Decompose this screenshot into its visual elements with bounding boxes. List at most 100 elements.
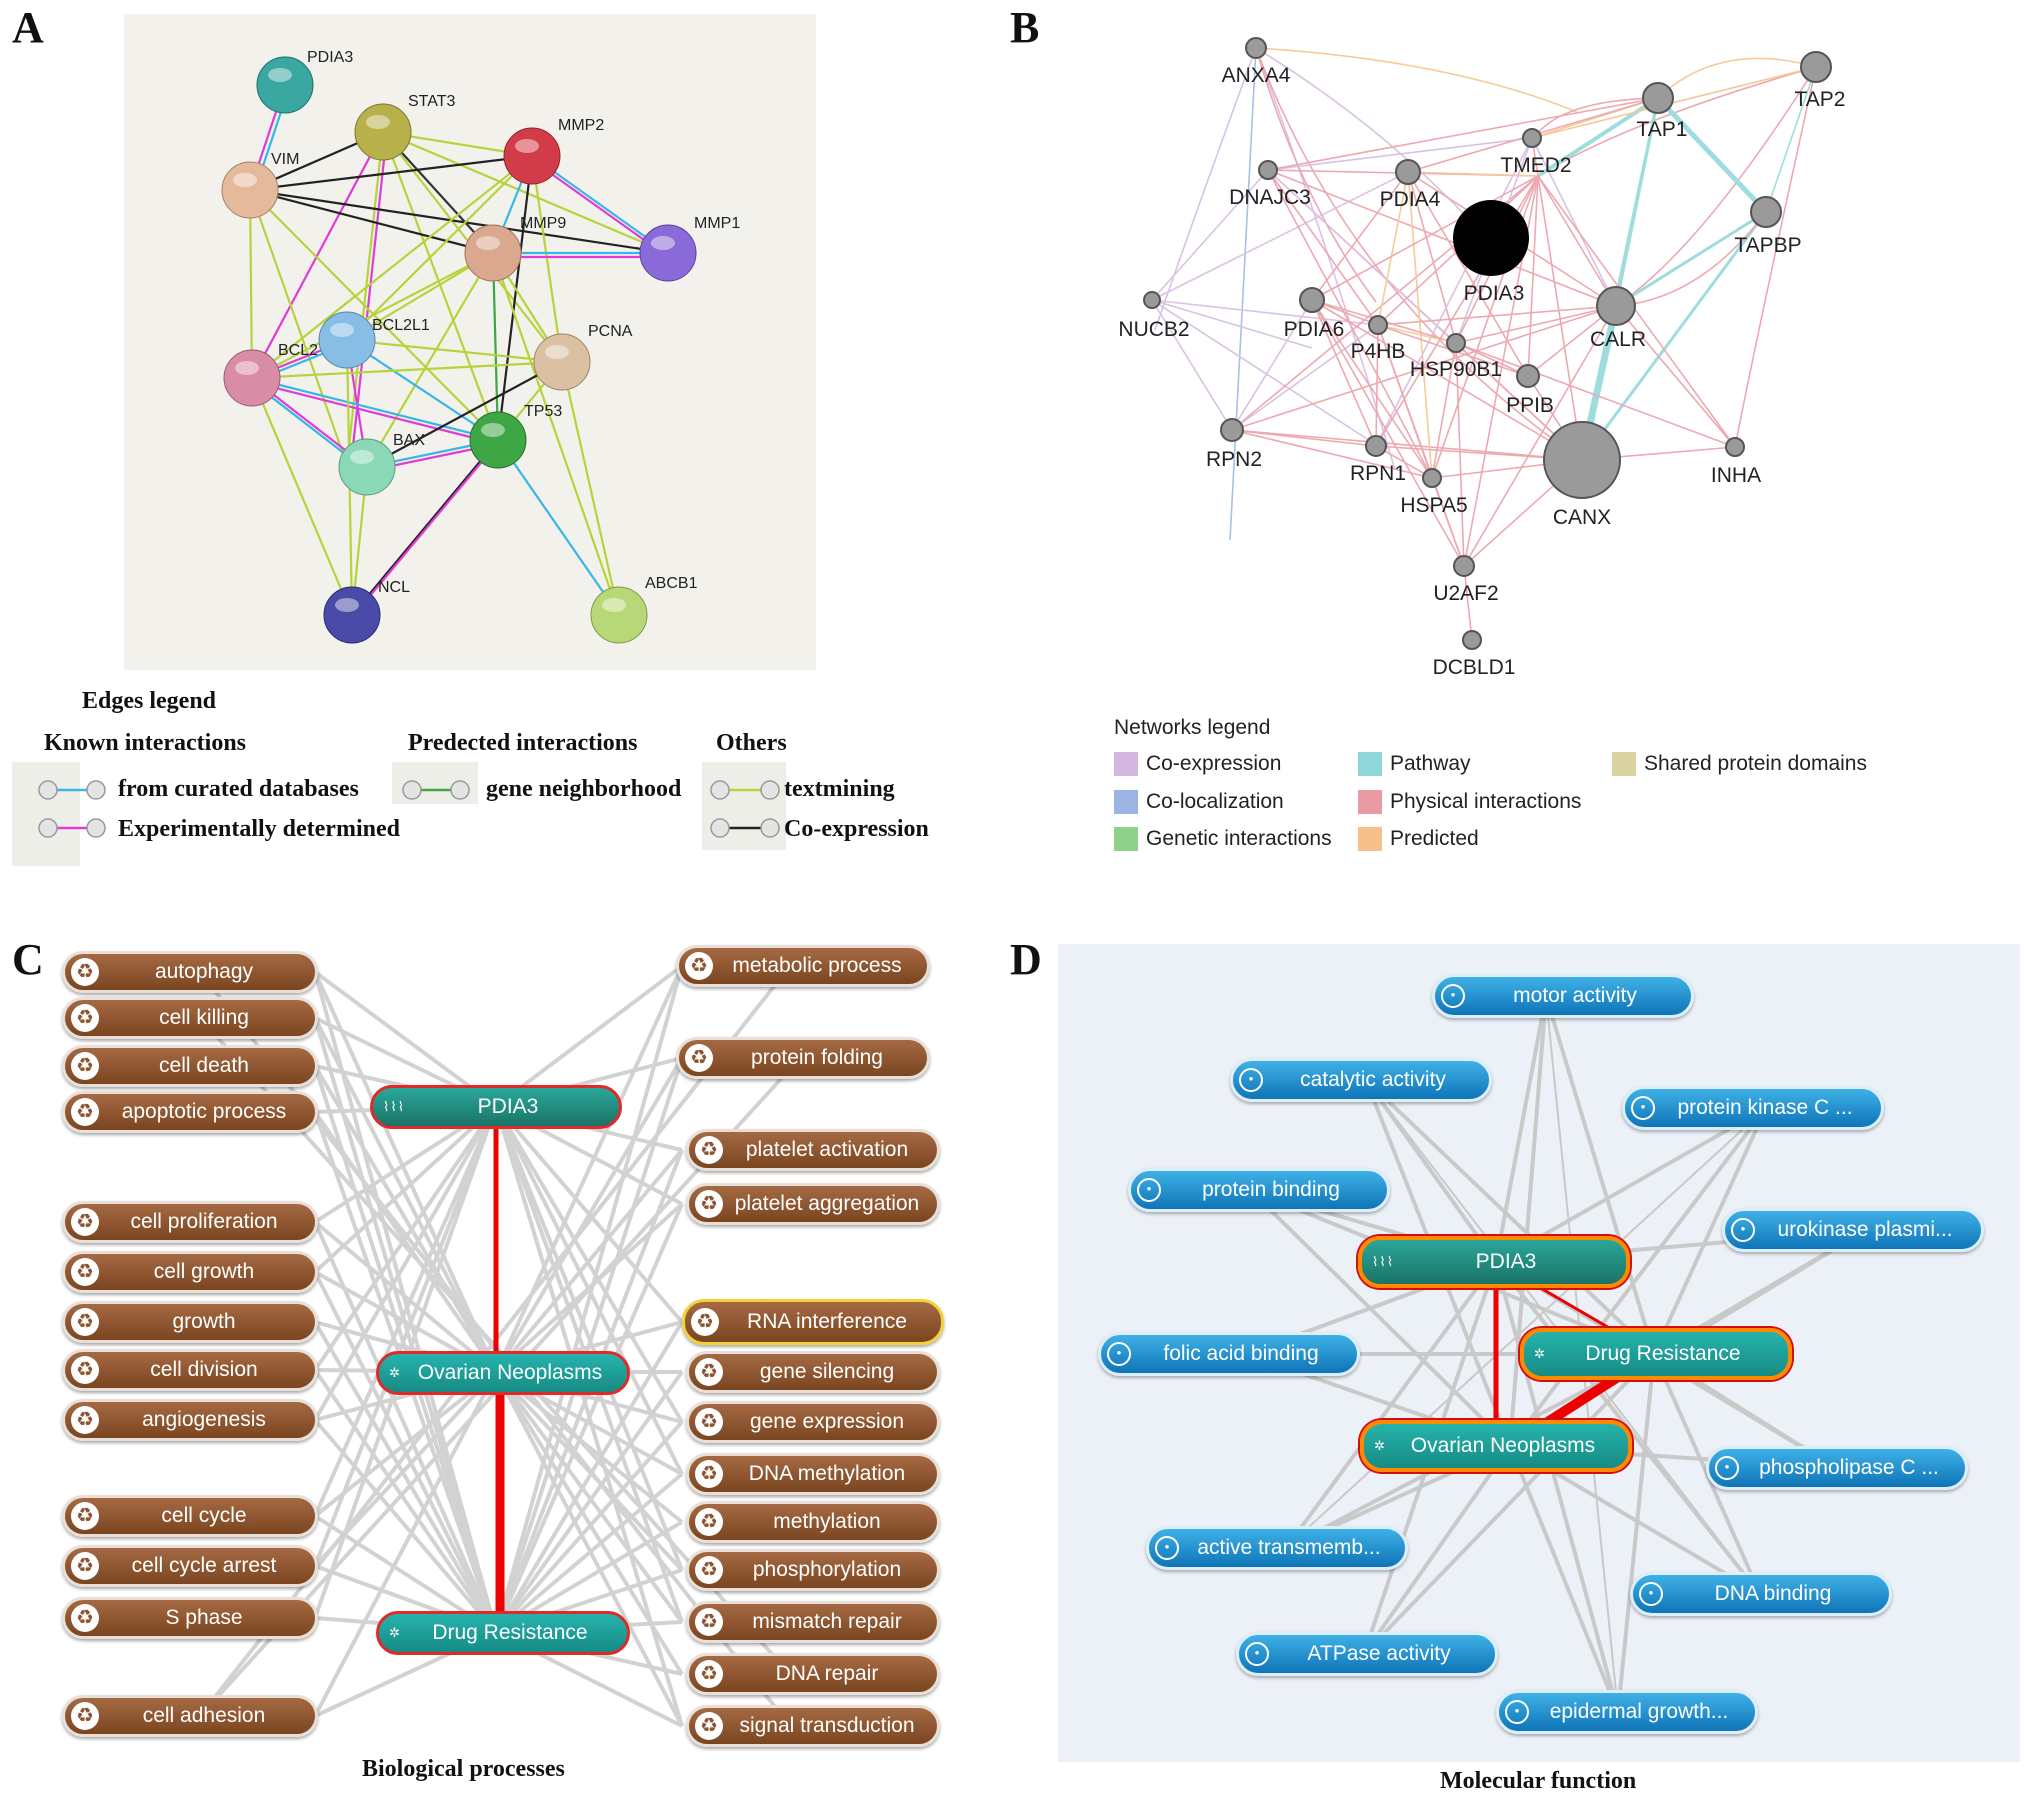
bp-pill-platelet-aggregation[interactable]: ♻platelet aggregation <box>686 1183 940 1225</box>
bp-pill-signal-transduction[interactable]: ♻signal transduction <box>686 1705 940 1747</box>
label-calr: CALR <box>1590 328 1646 351</box>
node-hsp90b1[interactable] <box>1446 333 1466 353</box>
molecule-icon: • <box>1731 1218 1755 1242</box>
mf-pill-catalytic-activity[interactable]: •catalytic activity <box>1230 1058 1492 1102</box>
mf-pill-dna-binding[interactable]: •DNA binding <box>1630 1572 1892 1616</box>
node-dnajc3[interactable] <box>1258 160 1278 180</box>
bp-pill-angiogenesis[interactable]: ♻angiogenesis <box>62 1399 318 1441</box>
node-bcl2[interactable] <box>223 349 281 407</box>
node-bax[interactable] <box>338 438 396 496</box>
bp-pill-gene-expression[interactable]: ♻gene expression <box>686 1401 940 1443</box>
bp-pill-cell-cycle-arrest[interactable]: ♻cell cycle arrest <box>62 1545 318 1587</box>
node-pdia6[interactable] <box>1299 287 1325 313</box>
node-ncl[interactable] <box>323 586 381 644</box>
center-pdia3-d[interactable]: ⌇⌇⌇PDIA3 <box>1358 1236 1630 1288</box>
node-pdia3[interactable] <box>256 56 314 114</box>
node-vim[interactable] <box>221 161 279 219</box>
bp-pill-cell-growth[interactable]: ♻cell growth <box>62 1251 318 1293</box>
node-rpn2[interactable] <box>1220 418 1244 442</box>
node-mmp2[interactable] <box>503 127 561 185</box>
bp-pill-dna-methylation[interactable]: ♻DNA methylation <box>686 1453 940 1495</box>
bp-pill-autophagy[interactable]: ♻autophagy <box>62 951 318 993</box>
bp-pill-growth[interactable]: ♻growth <box>62 1301 318 1343</box>
recycle-icon: ♻ <box>71 1406 99 1434</box>
networks-legend-title: Networks legend <box>1114 716 1271 739</box>
recycle-icon: ♻ <box>71 1258 99 1286</box>
bp-pill-protein-folding[interactable]: ♻protein folding <box>676 1037 930 1079</box>
node-p4hb[interactable] <box>1368 315 1388 335</box>
node-tap1[interactable] <box>1642 82 1674 114</box>
node-ppib[interactable] <box>1516 364 1540 388</box>
label-hsp90b1: HSP90B1 <box>1410 358 1502 381</box>
bp-pill-apoptotic-process[interactable]: ♻apoptotic process <box>62 1091 318 1133</box>
node-dcbld1[interactable] <box>1462 630 1482 650</box>
legend-others-heading: Others <box>716 730 787 756</box>
molecule-icon: • <box>1239 1068 1263 1092</box>
label-inha: INHA <box>1711 464 1761 487</box>
bp-pill-methylation[interactable]: ♻methylation <box>686 1501 940 1543</box>
node-hspa5[interactable] <box>1422 468 1442 488</box>
mf-pill-protein-kinase-c[interactable]: •protein kinase C ... <box>1622 1086 1884 1130</box>
mf-pill-phospholipase-c[interactable]: •phospholipase C ... <box>1706 1446 1968 1490</box>
node-pcna[interactable] <box>533 333 591 391</box>
bp-pill-cell-proliferation[interactable]: ♻cell proliferation <box>62 1201 318 1243</box>
node-pdia4[interactable] <box>1395 159 1421 185</box>
mf-label: active transmemb... <box>1197 1536 1381 1559</box>
center-pdia3-c[interactable]: ⌇⌇⌇PDIA3 <box>370 1085 622 1129</box>
node-mmp1[interactable] <box>639 224 697 282</box>
node-tp53[interactable] <box>469 411 527 469</box>
bp-pill-phosphorylation[interactable]: ♻phosphorylation <box>686 1549 940 1591</box>
bp-pill-cell-cycle[interactable]: ♻cell cycle <box>62 1495 318 1537</box>
node-canx[interactable] <box>1543 421 1621 499</box>
caption-biological-processes: Biological processes <box>362 1756 565 1782</box>
node-abcb1[interactable] <box>590 586 648 644</box>
center-ovarian-c[interactable]: ✲Ovarian Neoplasms <box>376 1351 630 1395</box>
node-tapbp[interactable] <box>1750 196 1782 228</box>
bp-pill-metabolic-process[interactable]: ♻metabolic process <box>676 945 930 987</box>
mf-pill-folic-acid-binding[interactable]: •folic acid binding <box>1098 1332 1360 1376</box>
bp-pill-mismatch-repair[interactable]: ♻mismatch repair <box>686 1601 940 1643</box>
bp-pill-s-phase[interactable]: ♻S phase <box>62 1597 318 1639</box>
node-tmed2[interactable] <box>1522 128 1542 148</box>
virus-icon: ✲ <box>389 1625 401 1640</box>
recycle-icon: ♻ <box>695 1556 723 1584</box>
node-tap2[interactable] <box>1800 51 1832 83</box>
node-bcl2l1[interactable] <box>318 311 376 369</box>
node-rpn1[interactable] <box>1365 435 1387 457</box>
molecule-icon: • <box>1715 1456 1739 1480</box>
node-mmp9[interactable] <box>464 224 522 282</box>
bp-pill-rna-interference[interactable]: ♻RNA interference <box>682 1299 944 1345</box>
swatch <box>1114 790 1138 814</box>
bp-pill-platelet-activation[interactable]: ♻platelet activation <box>686 1129 940 1171</box>
bp-pill-cell-division[interactable]: ♻cell division <box>62 1349 318 1391</box>
label-stat3: STAT3 <box>408 93 456 110</box>
node-calr[interactable] <box>1596 286 1636 326</box>
bp-pill-gene-silencing[interactable]: ♻gene silencing <box>686 1351 940 1393</box>
center-label: Ovarian Neoplasms <box>1410 1434 1596 1457</box>
label-rpn2: RPN2 <box>1206 448 1262 471</box>
bp-pill-cell-killing[interactable]: ♻cell killing <box>62 997 318 1039</box>
node-u2af2[interactable] <box>1453 555 1475 577</box>
bp-pill-cell-adhesion[interactable]: ♻cell adhesion <box>62 1695 318 1737</box>
mf-pill-epidermal-growth[interactable]: •epidermal growth... <box>1496 1690 1758 1734</box>
molecule-icon: • <box>1245 1642 1269 1666</box>
node-inha[interactable] <box>1725 437 1745 457</box>
center-ovarian-d[interactable]: ✲Ovarian Neoplasms <box>1360 1420 1632 1472</box>
legend-label: Co-localization <box>1146 790 1284 813</box>
mf-pill-atpase-activity[interactable]: •ATPase activity <box>1236 1632 1498 1676</box>
center-drug-resistance-d[interactable]: ✲Drug Resistance <box>1520 1328 1792 1380</box>
mf-pill-urokinase[interactable]: •urokinase plasmi... <box>1722 1208 1984 1252</box>
node-pdia3-query[interactable] <box>1453 200 1529 276</box>
center-drug-resistance-c[interactable]: ✲Drug Resistance <box>376 1611 630 1655</box>
bp-pill-dna-repair[interactable]: ♻DNA repair <box>686 1653 940 1695</box>
label-tap2: TAP2 <box>1795 88 1846 111</box>
node-stat3[interactable] <box>354 103 412 161</box>
node-anxa4[interactable] <box>1245 37 1267 59</box>
mf-pill-motor-activity[interactable]: •motor activity <box>1432 974 1694 1018</box>
bp-pill-cell-death[interactable]: ♻cell death <box>62 1045 318 1087</box>
mf-pill-active-transmemb[interactable]: •active transmemb... <box>1146 1526 1408 1570</box>
legend-genetic: Genetic interactions <box>1114 827 1332 851</box>
mf-pill-protein-binding[interactable]: •protein binding <box>1128 1168 1390 1212</box>
node-nucb2[interactable] <box>1143 291 1161 309</box>
recycle-icon: ♻ <box>695 1660 723 1688</box>
